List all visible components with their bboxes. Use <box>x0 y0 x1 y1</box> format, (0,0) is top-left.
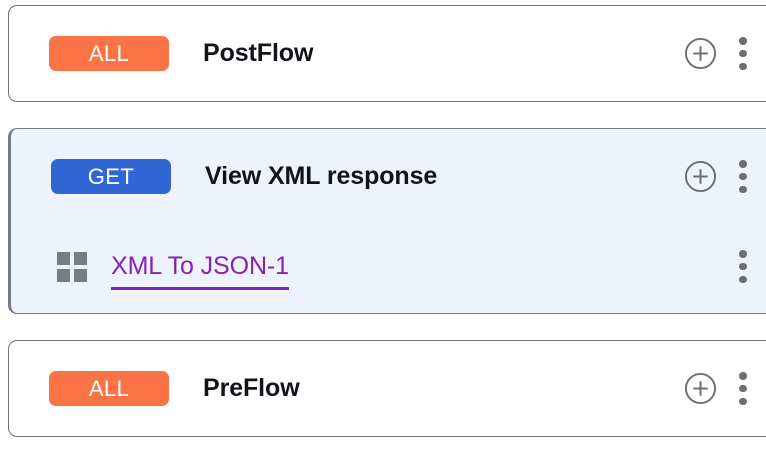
circle-plus-icon[interactable] <box>684 160 717 193</box>
flow-row-actions <box>684 160 747 193</box>
policy-row-actions <box>739 250 747 283</box>
policy-row[interactable]: XML To JSON-1 <box>11 220 766 313</box>
flow-row[interactable]: GET View XML response <box>11 129 766 224</box>
kebab-menu-icon[interactable] <box>739 372 747 405</box>
flow-row-actions <box>684 37 747 70</box>
flow-row-actions <box>684 372 747 405</box>
method-badge: ALL <box>49 36 169 71</box>
flow-title: PreFlow <box>203 374 300 402</box>
method-badge: GET <box>51 159 171 194</box>
circle-plus-icon[interactable] <box>684 37 717 70</box>
flow-card-postflow[interactable]: ALL PostFlow <box>8 5 766 102</box>
kebab-menu-icon[interactable] <box>739 37 747 70</box>
policy-grid-icon <box>57 251 87 282</box>
flow-title: PostFlow <box>203 39 314 67</box>
flow-card-preflow[interactable]: ALL PreFlow <box>8 340 766 437</box>
flow-row[interactable]: ALL PreFlow <box>9 341 766 436</box>
circle-plus-icon[interactable] <box>684 372 717 405</box>
policy-link[interactable]: XML To JSON-1 <box>111 252 289 290</box>
flow-title: View XML response <box>205 162 438 190</box>
flow-row[interactable]: ALL PostFlow <box>9 6 766 101</box>
kebab-menu-icon[interactable] <box>739 250 747 283</box>
kebab-menu-icon[interactable] <box>739 160 747 193</box>
method-badge: ALL <box>49 371 169 406</box>
